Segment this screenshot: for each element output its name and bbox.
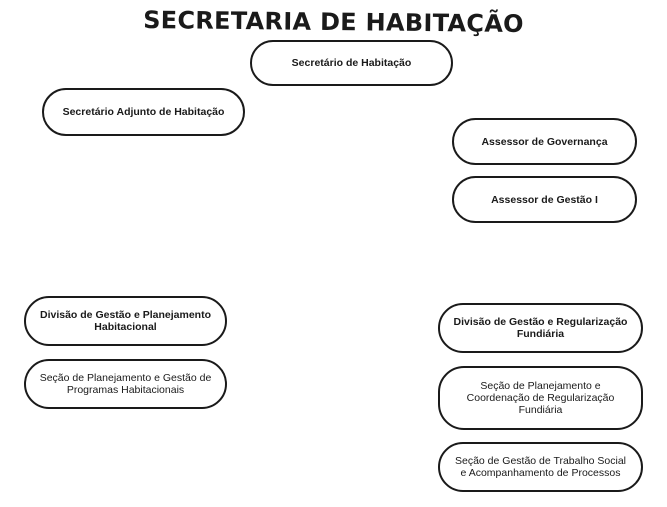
node-secao-programas-habitacionais-label: Seção de Planejamento e Gestão de Progra… <box>39 372 212 396</box>
node-assessor-governanca: Assessor de Governança <box>452 118 637 165</box>
node-secao-trabalho-social: Seção de Gestão de Trabalho Social e Aco… <box>438 442 643 492</box>
node-secretario-label: Secretário de Habitação <box>291 57 412 69</box>
node-secao-programas-habitacionais: Seção de Planejamento e Gestão de Progra… <box>24 359 227 409</box>
node-assessor-gestao: Assessor de Gestão I <box>452 176 637 223</box>
node-secao-trabalho-social-label: Seção de Gestão de Trabalho Social e Aco… <box>454 455 627 479</box>
node-divisao-planejamento-habitacional-label: Divisão de Gestão e Planejamento Habitac… <box>40 309 211 333</box>
node-assessor-gestao-label: Assessor de Gestão I <box>491 193 598 206</box>
node-assessor-governanca-label: Assessor de Governança <box>481 135 608 148</box>
node-divisao-regularizacao-fundiaria-label: Divisão de Gestão e Regularização Fundiá… <box>453 316 628 340</box>
node-secretario: Secretário de Habitação <box>250 40 453 86</box>
node-divisao-planejamento-habitacional: Divisão de Gestão e Planejamento Habitac… <box>24 296 227 346</box>
node-secao-coordenacao-regularizacao: Seção de Planejamento e Coordenação de R… <box>438 366 643 430</box>
node-secao-coordenacao-regularizacao-label: Seção de Planejamento e Coordenação de R… <box>466 380 615 416</box>
node-divisao-regularizacao-fundiaria: Divisão de Gestão e Regularização Fundiá… <box>438 303 643 353</box>
node-secretario-adjunto-label: Secretário Adjunto de Habitação <box>62 106 225 118</box>
diagram-title: SECRETARIA DE HABITAÇÃO <box>143 6 524 38</box>
node-secretario-adjunto: Secretário Adjunto de Habitação <box>42 88 245 136</box>
